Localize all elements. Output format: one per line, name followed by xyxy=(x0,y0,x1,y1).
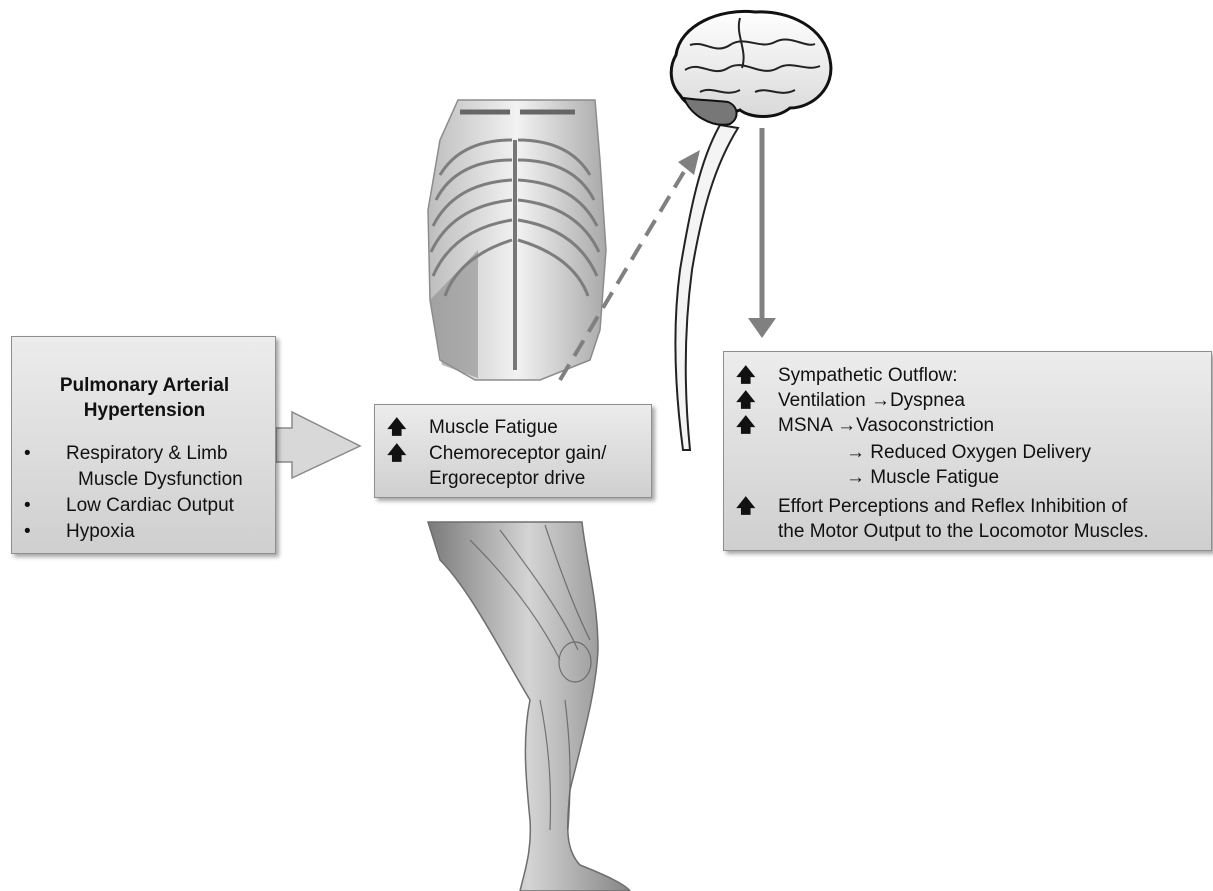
up-arrow-icon: 🡅 xyxy=(387,441,407,467)
right-line-6: Effort Perceptions and Reflex Inhibition… xyxy=(778,494,1127,520)
ribcage-icon xyxy=(428,100,606,380)
right-line-2: Ventilation →Dyspnea xyxy=(778,388,965,414)
pah-title: Pulmonary Arterial Hypertension xyxy=(12,373,277,423)
list-item-text: Respiratory & Limb xyxy=(66,443,228,464)
list-item-text: Hypoxia xyxy=(66,521,135,542)
bullet-icon: • xyxy=(24,441,31,467)
up-arrow-icon: 🡅 xyxy=(736,494,756,520)
pah-list: • Respiratory & Limb Muscle Dysfunction •… xyxy=(24,441,243,545)
middle-line-3: Ergoreceptor drive xyxy=(429,466,585,492)
up-arrow-icon: 🡅 xyxy=(387,415,407,441)
right-line-7: the Motor Output to the Locomotor Muscle… xyxy=(778,519,1149,545)
middle-line-1: Muscle Fatigue xyxy=(429,415,558,441)
bullet-icon: • xyxy=(24,519,31,545)
list-item: • Respiratory & Limb xyxy=(24,441,243,467)
right-line-3: MSNA →Vasoconstriction xyxy=(778,413,994,439)
right-line-5: → Muscle Fatigue xyxy=(846,465,999,491)
pah-box: Pulmonary Arterial Hypertension • Respira… xyxy=(11,336,276,554)
pah-title-line2: Hypertension xyxy=(12,398,277,423)
pah-block-arrow xyxy=(276,412,360,478)
efferent-down-arrow xyxy=(748,128,776,338)
leg-muscles-icon xyxy=(428,522,630,891)
middle-line-2: Chemoreceptor gain/ xyxy=(429,441,606,467)
list-item: • Hypoxia xyxy=(24,519,243,545)
up-arrow-icon: 🡅 xyxy=(736,363,756,389)
list-item: Muscle Dysfunction xyxy=(24,467,243,493)
right-line-1: Sympathetic Outflow: xyxy=(778,363,958,389)
brain-icon xyxy=(671,11,831,124)
up-arrow-icon: 🡅 xyxy=(736,388,756,414)
muscle-fatigue-box: 🡅 Muscle Fatigue 🡅 Chemoreceptor gain/ E… xyxy=(374,404,652,498)
list-item-text: Low Cardiac Output xyxy=(66,495,234,516)
list-item-text: Muscle Dysfunction xyxy=(78,469,243,490)
up-arrow-icon: 🡅 xyxy=(736,413,756,439)
pah-title-line1: Pulmonary Arterial xyxy=(12,373,277,398)
sympathetic-outflow-box: 🡅 Sympathetic Outflow: 🡅 Ventilation →Dy… xyxy=(723,351,1212,551)
bullet-icon: • xyxy=(24,493,31,519)
list-item: • Low Cardiac Output xyxy=(24,493,243,519)
right-line-4: → Reduced Oxygen Delivery xyxy=(846,440,1091,466)
